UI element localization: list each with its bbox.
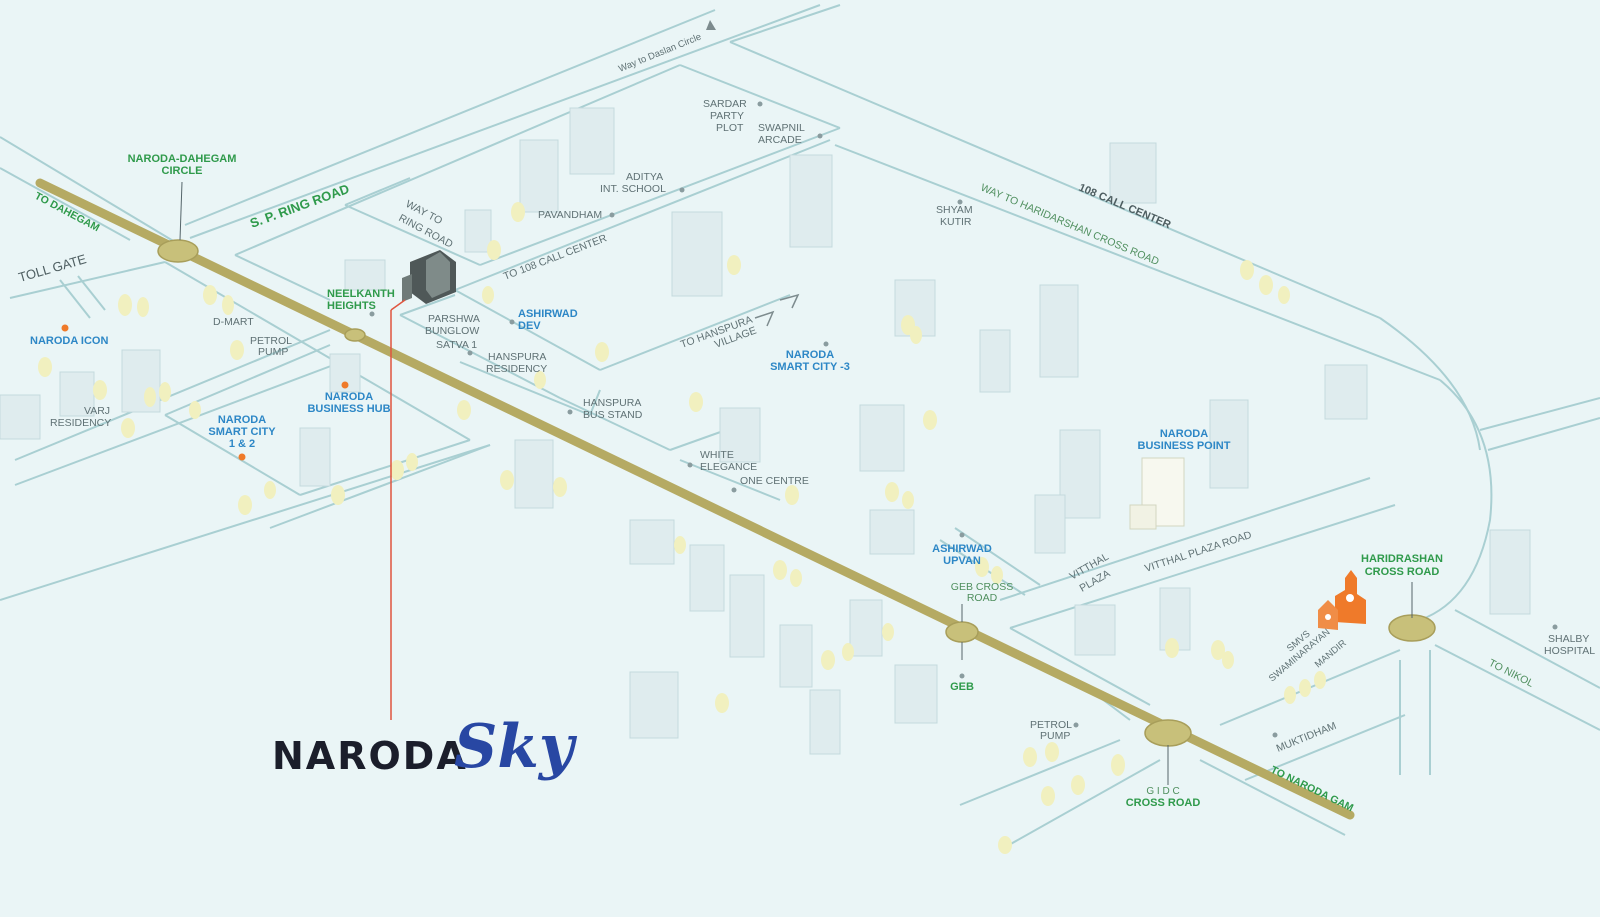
petrol-pump-2-label-b: PUMP: [1040, 730, 1070, 742]
d-mart-label: D-MART: [213, 316, 254, 328]
swapnil-label-1: SWAPNIL: [758, 122, 805, 134]
naroda-business-point-label-1: NARODA: [1160, 428, 1208, 440]
petrol-pump-1-label-a: PETROL: [250, 335, 292, 347]
gidc-label-2: CROSS ROAD: [1126, 797, 1201, 809]
shalby-label-2: HOSPITAL: [1544, 645, 1595, 657]
neelkanth-node: [344, 328, 366, 342]
hanspura-bus-label-1: HANSPURA: [583, 397, 641, 409]
naroda-sky-tower: [402, 250, 456, 304]
naroda-business-point-label-2: BUSINESS POINT: [1138, 440, 1231, 452]
one-centre-label: ONE CENTRE: [740, 475, 809, 487]
swaminarayan-temple-icon: [1318, 570, 1366, 630]
aditya-label-2: INT. SCHOOL: [600, 183, 666, 195]
shyam-label-2: KUTIR: [940, 216, 972, 228]
satva-label: SATVA 1: [436, 339, 477, 351]
ashirwad-upvan-label-2: UPVAN: [943, 555, 981, 567]
aditya-label-1: ADITYA: [626, 171, 663, 183]
shalby-label-1: SHALBY: [1548, 633, 1589, 645]
hanspura-bus-label-2: BUS STAND: [583, 409, 643, 421]
shyam-label-1: SHYAM: [936, 204, 973, 216]
parshwa-label-2: BUNGLOW: [425, 325, 479, 337]
geb-cross-label-2: ROAD: [967, 592, 998, 604]
ashirwad-upvan-label-1: ASHIRWAD: [932, 543, 992, 555]
geb-cross-road-circle: [945, 621, 979, 643]
neelkanth-label-2: HEIGHTS: [327, 300, 376, 312]
parshwa-label-1: PARSHWA: [428, 313, 480, 325]
haridarshan-cross-road-circle: [1388, 614, 1436, 642]
naroda-smart-city-label-1: NARODA: [218, 414, 266, 426]
neelkanth-label-1: NEELKANTH: [327, 288, 395, 300]
gidc-label-1: G I D C: [1146, 786, 1179, 797]
petrol-pump-1-label-b: PUMP: [258, 346, 288, 358]
gidc-cross-road-circle: [1144, 719, 1192, 747]
main-highway: [35, 178, 1355, 820]
hanspura-res-label-1: HANSPURA: [488, 351, 546, 363]
ashirwad-dev-label-1: ASHIRWAD: [518, 308, 578, 320]
naroda-business-hub-label-2: BUSINESS HUB: [307, 403, 390, 415]
naroda-dahegam-label-1: NARODA-DAHEGAM: [128, 153, 237, 165]
location-dots: [61, 101, 1558, 738]
ashirwad-dev-label-2: DEV: [518, 320, 541, 332]
brand-sub: Sky: [454, 712, 574, 782]
sardar-label-1: SARDAR: [703, 98, 747, 110]
pavandham-label: PAVANDHAM: [538, 209, 602, 221]
naroda-smart-city3-label-2: SMART CITY -3: [770, 361, 850, 373]
haridarshan-label-1: HARIDRASHAN: [1361, 553, 1443, 565]
naroda-dahegam-circle: [157, 239, 199, 263]
varj-label-1: VARJ: [84, 405, 110, 417]
naroda-business-hub-label-1: NARODA: [325, 391, 373, 403]
trees: [38, 202, 1326, 854]
varj-label-2: RESIDENCY: [50, 417, 111, 429]
naroda-dahegam-label-2: CIRCLE: [162, 165, 203, 177]
sardar-label-3: PLOT: [716, 122, 744, 134]
naroda-smart-city-label-2: SMART CITY: [208, 426, 276, 438]
naroda-smart-city3-label-1: NARODA: [786, 349, 834, 361]
road-network: [0, 4, 1600, 851]
swapnil-label-2: ARCADE: [758, 134, 802, 146]
petrol-pump-2-label-a: PETROL: [1030, 719, 1072, 731]
haridarshan-label-2: CROSS ROAD: [1365, 566, 1440, 578]
geb-cross-label-1: GEB CROSS: [951, 581, 1013, 593]
geb-label: GEB: [950, 681, 974, 693]
naroda-smart-city-label-3: 1 & 2: [229, 438, 255, 450]
white-elegance-label-1: WHITE: [700, 449, 734, 461]
buildings: [0, 107, 1531, 755]
white-elegance-label-2: ELEGANCE: [700, 461, 757, 473]
naroda-icon-label: NARODA ICON: [30, 335, 108, 347]
hanspura-res-label-2: RESIDENCY: [486, 363, 547, 375]
brand-name: NARODA: [272, 734, 468, 778]
sardar-label-2: PARTY: [710, 110, 744, 122]
